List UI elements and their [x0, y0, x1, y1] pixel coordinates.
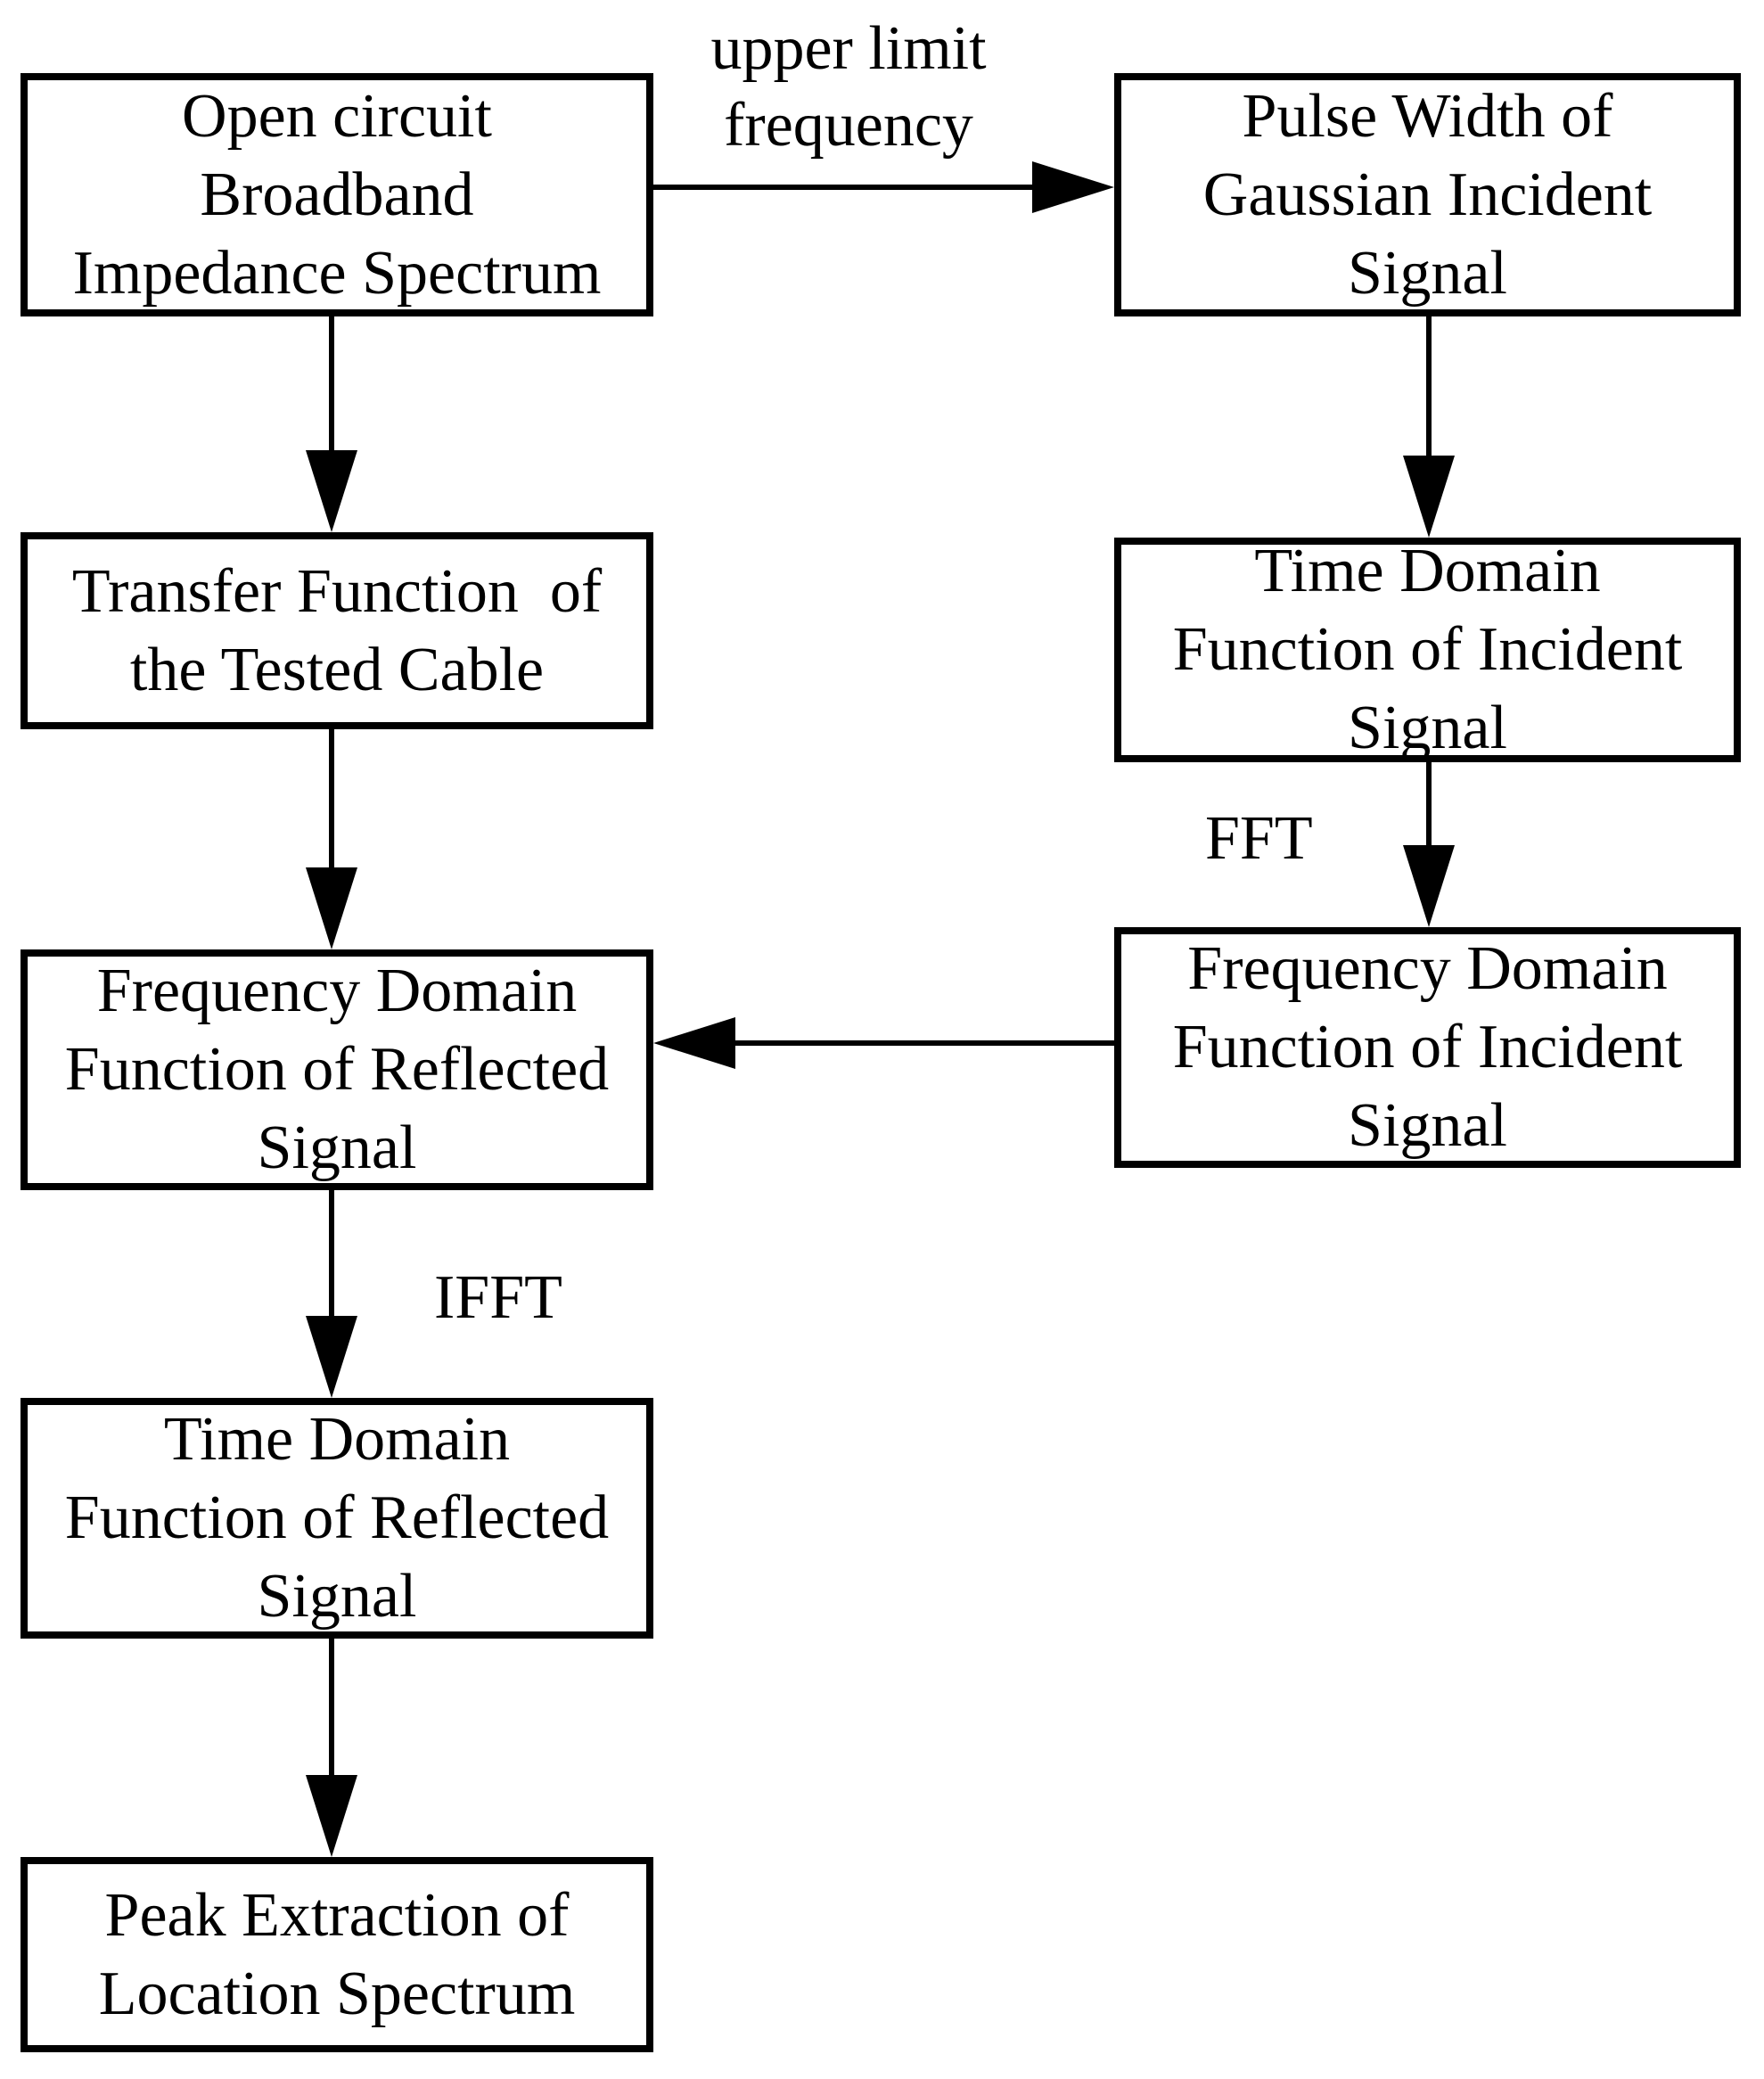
arrow-line-impedance-to-transfer — [329, 316, 334, 455]
flow-box-open-circuit-broadband-impedance-spectrum: Open circuit Broadband Impedance Spectru… — [21, 73, 653, 316]
arrow-down-icon — [306, 1316, 357, 1398]
arrow-down-icon — [1403, 845, 1455, 927]
arrow-right-icon — [1032, 161, 1114, 213]
edge-label-upper-limit-frequency: upper limit frequency — [710, 14, 987, 160]
flow-box-frequency-domain-function-of-incident-signal: Frequency Domain Function of Incident Si… — [1114, 927, 1741, 1168]
arrow-line-transfer-to-reflected-freq — [329, 729, 334, 872]
flow-box-time-domain-function-of-incident-signal: Time Domain Function of Incident Signal — [1114, 537, 1741, 762]
arrow-line-incident-freq-to-reflected-freq — [735, 1040, 1114, 1046]
edge-label-fft: FFT — [1205, 804, 1313, 873]
arrow-down-icon — [1403, 456, 1455, 538]
arrow-line-reflected-freq-to-reflected-time — [329, 1190, 334, 1320]
arrow-line-impedance-to-pulse-width — [653, 185, 1036, 190]
arrow-line-reflected-time-to-peak-extraction — [329, 1639, 334, 1779]
arrow-line-pulse-width-to-incident-time — [1426, 316, 1432, 459]
arrow-left-icon — [653, 1017, 735, 1069]
flow-box-peak-extraction-of-location-spectrum: Peak Extraction of Location Spectrum — [21, 1857, 653, 2052]
flow-box-pulse-width-of-gaussian-incident-signal: Pulse Width of Gaussian Incident Signal — [1114, 73, 1741, 316]
arrow-down-icon — [306, 867, 357, 949]
arrow-down-icon — [306, 1775, 357, 1857]
flow-box-time-domain-function-of-reflected-signal: Time Domain Function of Reflected Signal — [21, 1398, 653, 1639]
flow-box-transfer-function-of-the-tested-cable: Transfer Function of the Tested Cable — [21, 532, 653, 729]
flow-box-frequency-domain-function-of-reflected-signal: Frequency Domain Function of Reflected S… — [21, 949, 653, 1190]
edge-label-ifft: IFFT — [434, 1263, 562, 1332]
arrow-down-icon — [306, 450, 357, 532]
arrow-line-incident-time-to-incident-freq — [1426, 762, 1432, 849]
